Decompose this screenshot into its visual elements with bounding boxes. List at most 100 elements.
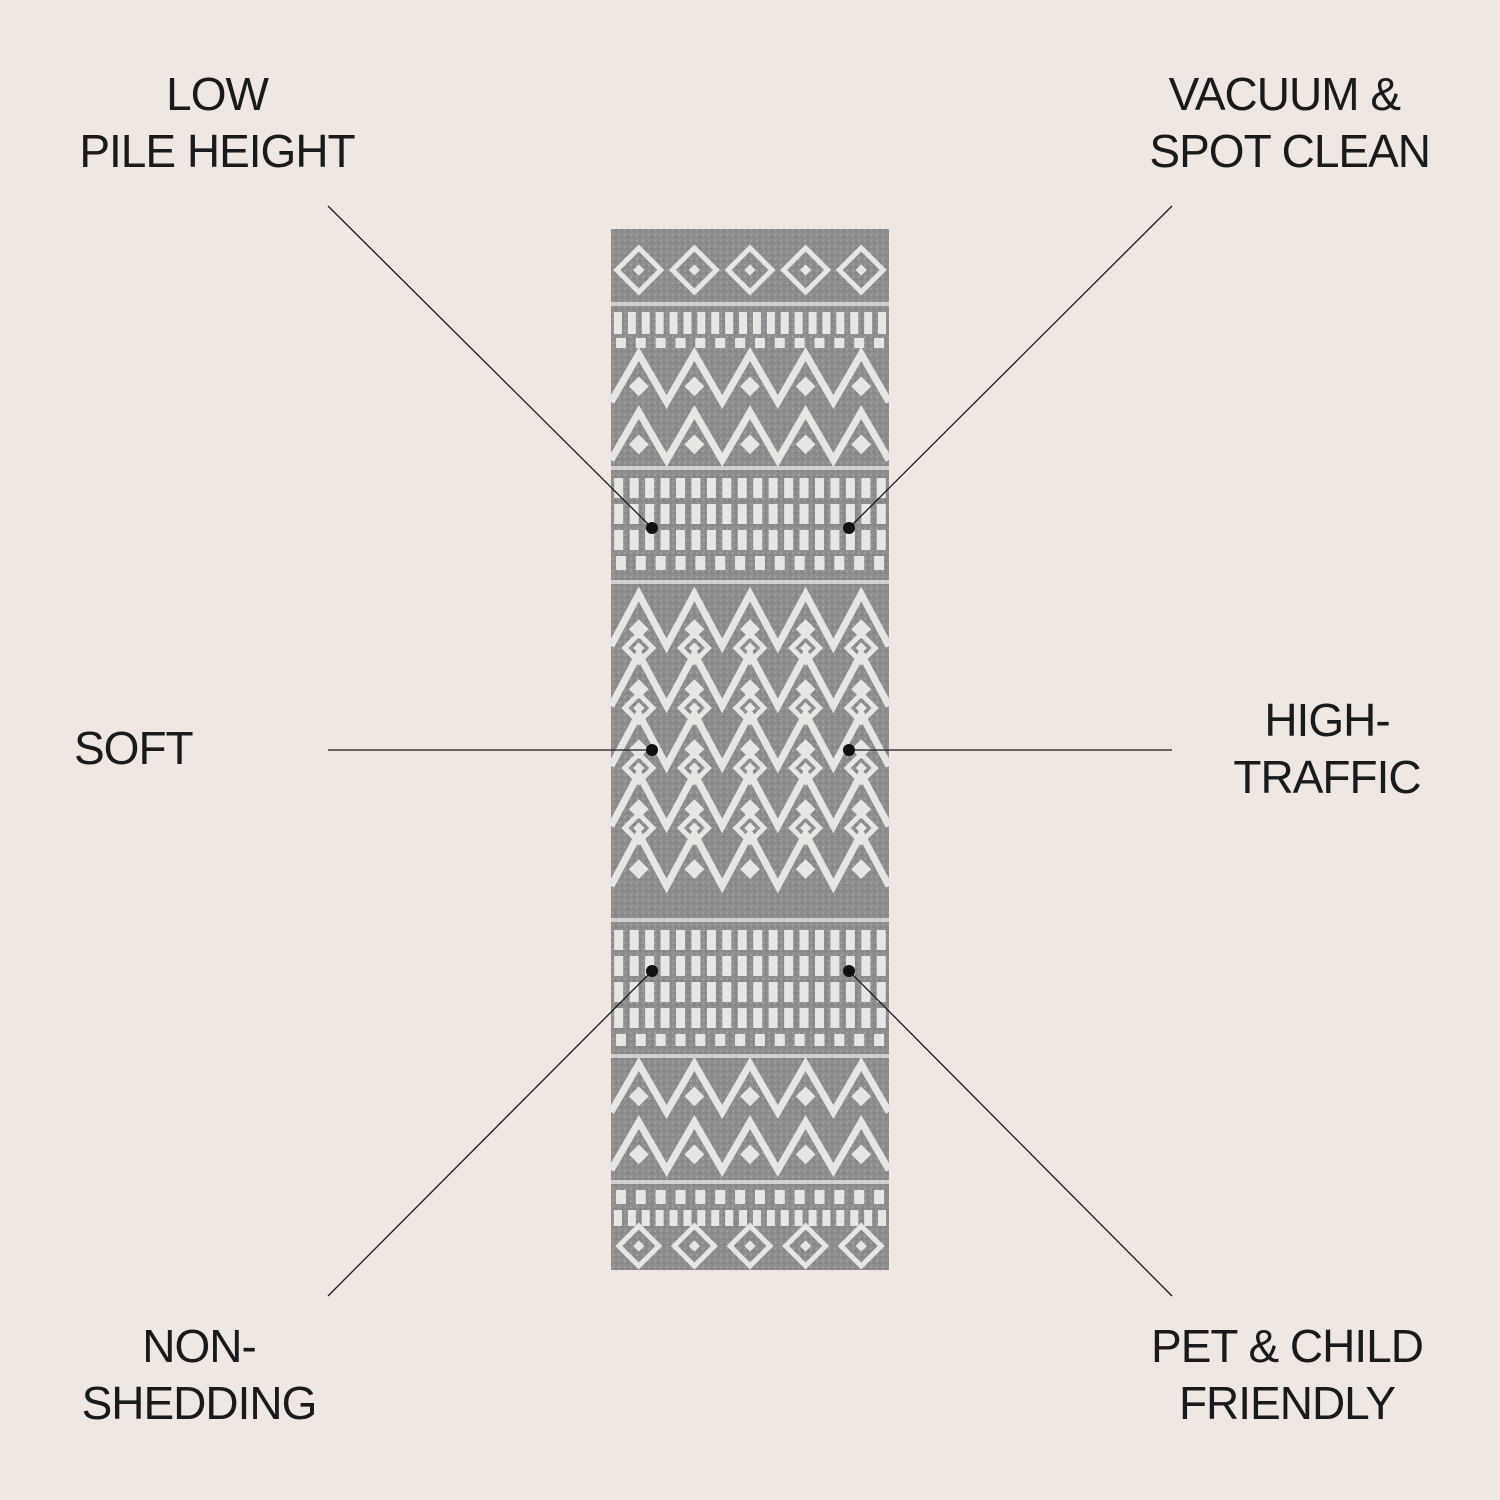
rug-dot — [684, 434, 705, 455]
rug-diamond — [621, 750, 657, 786]
rug-dot — [628, 679, 649, 699]
rug-bar — [799, 982, 809, 1002]
rug-bar — [737, 478, 747, 498]
rug-bar — [815, 982, 824, 1002]
callout-dot-icon — [843, 965, 855, 977]
rug-bar — [850, 1210, 859, 1226]
rug-bar — [737, 982, 747, 1002]
rug-bar — [768, 478, 778, 498]
rug-diamond — [782, 1222, 830, 1270]
rug-dot — [851, 739, 872, 759]
feature-non-shedding: NON- SHEDDING — [74, 1318, 324, 1432]
rug-bar — [768, 530, 778, 550]
rug-bar — [706, 504, 716, 524]
rug-dot — [795, 434, 816, 455]
rug-bar — [754, 1190, 765, 1204]
rug-bar — [676, 982, 685, 1002]
rug-bar — [752, 312, 761, 334]
rug-bar — [715, 1034, 726, 1046]
rug-bar — [660, 956, 670, 976]
rug-bar — [660, 530, 670, 550]
rug-bar — [645, 982, 655, 1002]
rug-bar — [808, 1210, 817, 1226]
callout-dot-icon — [843, 522, 855, 534]
rug-dot — [684, 739, 705, 759]
rug-bar — [695, 1034, 706, 1046]
rug-diamond-center — [688, 642, 701, 654]
rug-diamond — [724, 244, 776, 296]
rug-bar — [660, 478, 670, 498]
low-pile-callout-line — [327, 205, 653, 529]
rug-bar — [722, 982, 732, 1002]
rug-bar — [706, 930, 716, 950]
rug-bar — [675, 338, 686, 348]
rug-bar — [737, 1008, 747, 1028]
rug-bar — [697, 312, 706, 334]
rug-zigzag — [607, 1057, 893, 1119]
rug-dot — [795, 859, 816, 879]
rug-bar — [815, 504, 824, 524]
rug-bar — [784, 530, 794, 550]
rug-dot — [851, 679, 872, 699]
rug-bar — [874, 556, 885, 570]
rug-bar — [874, 1190, 885, 1204]
rug-bar — [629, 530, 639, 550]
rug-bar — [768, 1008, 778, 1028]
rug-bar — [861, 982, 871, 1002]
rug-bar — [691, 930, 701, 950]
vacuum-callout-line — [848, 205, 1173, 529]
rug-bar — [854, 1190, 865, 1204]
rug-bar — [815, 478, 824, 498]
feature-low-pile-height: LOW PILE HEIGHT — [72, 66, 362, 180]
rug-bar — [815, 930, 824, 950]
rug-bar — [876, 530, 886, 550]
rug-bar — [735, 338, 746, 348]
rug-bar — [784, 930, 794, 950]
rug-bar — [614, 504, 624, 524]
callout-dots — [646, 522, 855, 977]
non-shedding-callout-line — [327, 970, 653, 1297]
rug-bar — [722, 1008, 732, 1028]
rug-bar — [676, 504, 685, 524]
rug-diamond-center — [688, 264, 701, 276]
rug-zigzag — [607, 586, 893, 654]
rug-bar — [753, 1008, 763, 1028]
rug-diamond-center — [633, 702, 645, 714]
rug-bar — [794, 1190, 805, 1204]
rug-bar — [691, 1008, 701, 1028]
rug-bar — [754, 556, 765, 570]
rug-diamond-center — [744, 822, 756, 834]
rug-diamond — [732, 690, 768, 726]
rug-bar — [635, 1034, 646, 1046]
rug-bar — [629, 478, 639, 498]
rug-bar — [876, 478, 886, 498]
rug-diamond — [670, 1222, 718, 1270]
rug-bar — [753, 956, 763, 976]
rug-bar — [861, 504, 871, 524]
rug-bar — [845, 930, 855, 950]
rug-bar — [725, 1210, 734, 1226]
rug-bar — [766, 1210, 775, 1226]
rug-dot — [795, 1144, 816, 1165]
rug-dot — [795, 1086, 816, 1107]
rug-diamond-center — [633, 1240, 645, 1252]
rug-dot — [795, 679, 816, 699]
rug-bar — [814, 556, 825, 570]
rug-bar — [635, 1190, 646, 1204]
rug-bar — [691, 504, 701, 524]
rug-stripe — [611, 1054, 889, 1058]
rug-bar — [753, 530, 763, 550]
rug-bar — [861, 478, 871, 498]
rug-dot — [740, 799, 760, 819]
rug-bar — [695, 556, 706, 570]
rug-bar — [613, 1210, 622, 1226]
rug-bar — [774, 1190, 785, 1204]
rug-bar — [799, 504, 809, 524]
rug-diamond-center — [799, 642, 812, 654]
rug-dot — [628, 739, 649, 759]
rug-dot — [795, 739, 816, 759]
rug-bar — [830, 956, 840, 976]
feature-label-line: SHEDDING — [81, 1377, 318, 1429]
rug-bar — [676, 930, 685, 950]
